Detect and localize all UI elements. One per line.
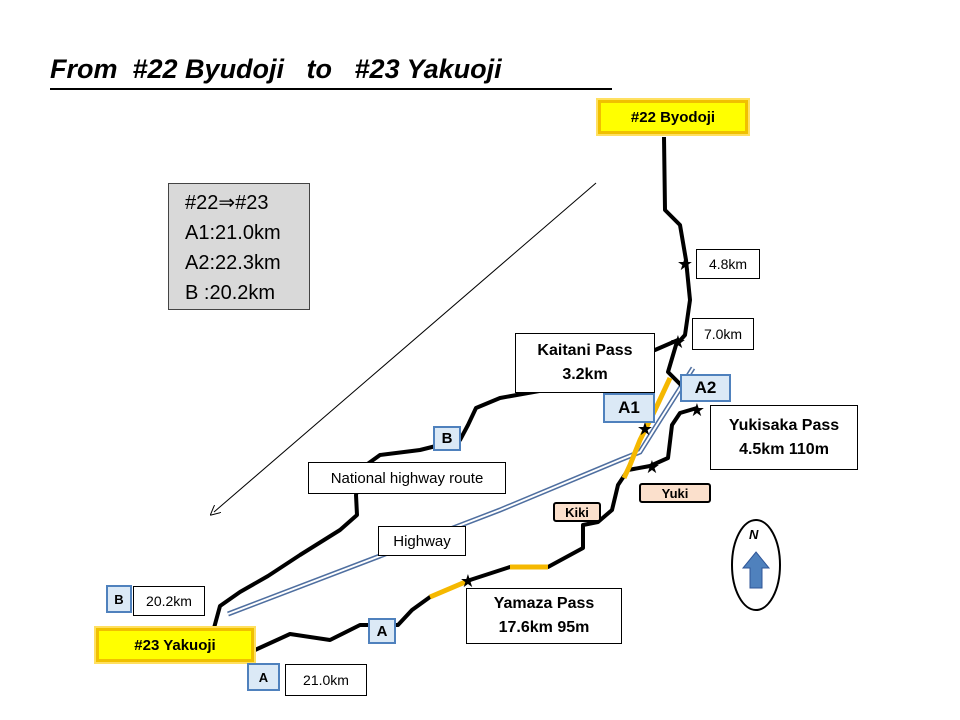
pass-name: Kaitani Pass [537,342,633,359]
distance-label: 7.0km [692,318,754,350]
svg-text:★: ★ [670,332,686,352]
pass-detail: 4.5km 110m [739,440,829,458]
compass-north-label: N [749,527,759,542]
pass-name: Yukisaka Pass [728,416,840,434]
kaitani-pass-label: Kaitani Pass 3.2km [515,333,655,393]
distance-label: 21.0km [285,664,367,696]
highway-label: Highway [378,526,466,556]
star-markers: ★ ★ ★ ★ ★ ★ [460,254,705,591]
route-b-label: B [433,426,461,451]
north-arrow-icon [741,551,771,589]
page-title: From #22 Byudoji to #23 Yakuoji [50,54,517,84]
highway-line [227,366,696,617]
route-a1-label: A1 [603,393,655,423]
temple-start: #22 Byodoji [598,100,748,134]
svg-text:★: ★ [689,400,705,420]
pass-name: Yamaza Pass [493,595,595,612]
svg-text:★: ★ [677,254,693,274]
summary-line: A1:21.0km [185,222,281,244]
national-highway-label: National highway route [308,462,506,494]
yamaza-pass-label: Yamaza Pass 17.6km 95m [466,588,622,644]
svg-text:★: ★ [644,457,660,477]
route-a-small-label: A [247,663,280,691]
yukisaka-pass-label: Yukisaka Pass 4.5km 110m [710,405,858,470]
summary-line: A2:22.3km [185,252,281,274]
pass-sections [429,376,673,600]
direction-arrow [214,182,597,512]
pass-detail: 3.2km [562,366,608,383]
summary-line: B :20.2km [185,282,276,304]
route-b-small-label: B [106,585,132,613]
place-kiki: Kiki [553,502,601,522]
title-underline [50,88,612,90]
distance-label: 4.8km [696,249,760,279]
distance-summary: #22⇒#23 A1:21.0km A2:22.3km B :20.2km [168,183,310,310]
place-yuki: Yuki [639,483,711,503]
summary-header: #22⇒#23 [185,192,269,214]
temple-end: #23 Yakuoji [96,628,254,662]
distance-label: 20.2km [133,586,205,616]
route-a-label: A [368,618,396,644]
pass-detail: 17.6km 95m [498,619,590,636]
route-a2-label: A2 [680,374,731,402]
svg-text:★: ★ [460,571,476,591]
svg-text:★: ★ [637,419,653,439]
main-road [662,136,692,394]
